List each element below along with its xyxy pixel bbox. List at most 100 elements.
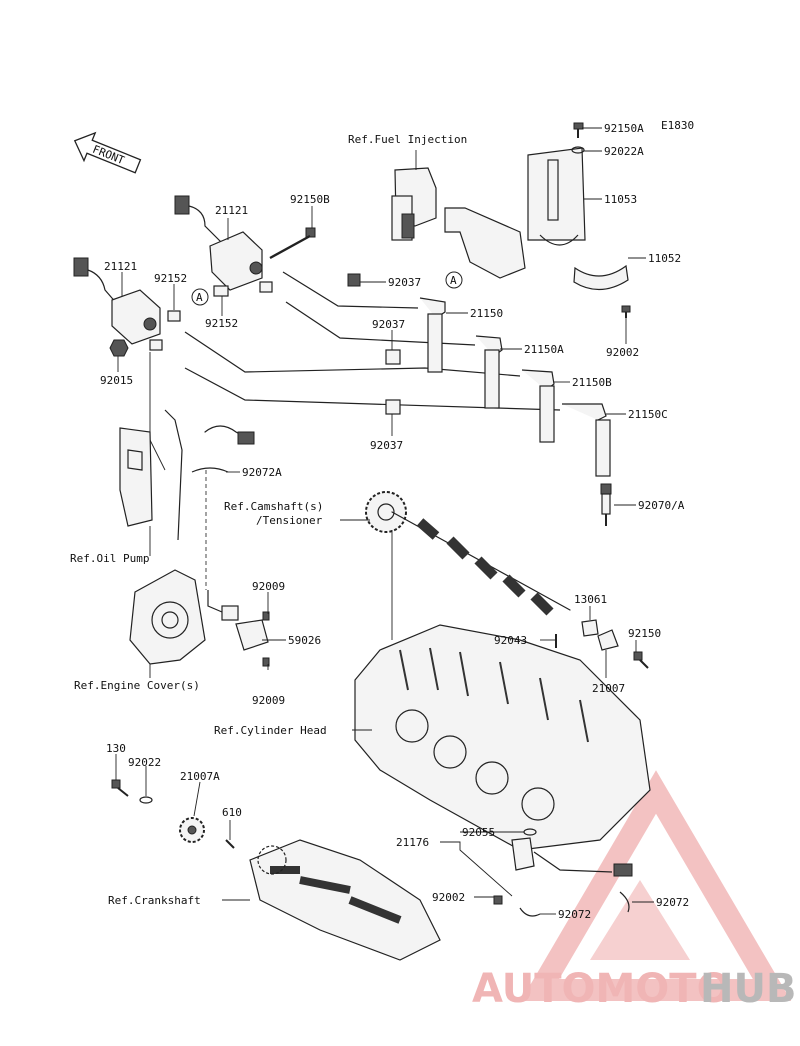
connector-mark-a2-label: A (450, 274, 457, 287)
screw-92009-a (262, 611, 270, 621)
label-92072-b: 92072 (656, 896, 689, 909)
clamp-92072-b (619, 891, 630, 913)
collar-92152-b (213, 285, 229, 297)
watermark-triangle-icon (520, 770, 792, 1001)
plug-cap-21150C (562, 403, 611, 477)
throttle-body-reference (391, 150, 437, 241)
lead-holder-92037-b (385, 349, 401, 365)
plug-cap-21150A (475, 335, 503, 409)
label-92009-b: 92009 (252, 694, 285, 707)
label-21176: 21176 (396, 836, 429, 849)
part-labels: 92150A 92022A 11053 11052 92002 21121 92… (100, 122, 689, 921)
label-92002-bottom: 92002 (432, 891, 465, 904)
label-21121-lower: 21121 (104, 260, 137, 273)
washer-92022 (139, 796, 153, 804)
label-21150C: 21150C (628, 408, 668, 421)
crankshaft-reference (249, 839, 441, 961)
label-92150: 92150 (628, 627, 661, 640)
label-92037-a: 92037 (388, 276, 421, 289)
label-92022A: 92022A (604, 145, 644, 158)
ref-crankshaft: Ref.Crankshaft (108, 894, 201, 907)
oil-pump-reference (119, 409, 183, 541)
label-92072-a: 92072 (558, 908, 591, 921)
clamp-92072-a (519, 907, 541, 917)
key-610 (225, 839, 235, 849)
lead-holder-92037-a (347, 273, 361, 287)
label-11053: 11053 (604, 193, 637, 206)
label-92015: 92015 (100, 374, 133, 387)
watermark-text-grey: HUB (700, 966, 796, 1012)
label-92150B: 92150B (290, 193, 330, 206)
diagram-code: E1830 (661, 119, 694, 132)
watermark: AUTOMOTO HUB (472, 770, 796, 1012)
label-92022: 92022 (128, 756, 161, 769)
label-21150B: 21150B (572, 376, 612, 389)
bolt-92150B (269, 227, 316, 260)
watermark-text-red: AUTOMOTO (472, 966, 731, 1012)
clamp-92072A (191, 467, 229, 473)
label-92150A: 92150A (604, 122, 644, 135)
pickup-coil-21176 (511, 837, 633, 877)
plug-cap-21150 (419, 297, 446, 373)
sensor-rotor-13061 (581, 619, 599, 637)
label-92009-a: 92009 (252, 580, 285, 593)
clamp-11052 (573, 264, 629, 291)
lead-holder-92037-c (385, 399, 401, 415)
label-92070A: 92070/A (638, 499, 685, 512)
screw-92009-b (262, 657, 270, 667)
cylinder-head-reference (354, 624, 651, 851)
ref-tensioner: /Tensioner (256, 514, 323, 527)
label-21121-upper: 21121 (215, 204, 248, 217)
ref-cylinder-head: Ref.Cylinder Head (214, 724, 327, 737)
ref-oil-pump: Ref.Oil Pump (70, 552, 149, 565)
engine-cover-reference (129, 569, 206, 665)
front-arrow-icon: FRONT (73, 131, 142, 174)
label-92043: 92043 (494, 634, 527, 647)
bolt-92002-bottom (493, 895, 503, 905)
camshaft-reference (365, 491, 571, 640)
bolt-130 (111, 779, 129, 797)
connector-mark-a1-label: A (196, 291, 203, 304)
plug-cap-21150B (521, 369, 555, 443)
ref-engine-cover: Ref.Engine Cover(s) (74, 679, 200, 692)
timing-rotor-21007A (179, 817, 205, 843)
collar-92152-a (167, 310, 181, 322)
bolt-92150-cam (633, 651, 649, 669)
connector-mark-a1 (191, 288, 209, 306)
label-11052: 11052 (648, 252, 681, 265)
label-21007: 21007 (592, 682, 625, 695)
label-92037-c: 92037 (370, 439, 403, 452)
reference-labels: Ref.Fuel Injection Ref.Camshaft(s) /Tens… (70, 133, 467, 907)
label-21007A: 21007A (180, 770, 220, 783)
ref-camshaft: Ref.Camshaft(s) (224, 500, 323, 513)
sensor-59026 (207, 590, 269, 651)
label-21150A: 21150A (524, 343, 564, 356)
rotor-21007 (597, 629, 619, 651)
label-92037-b: 92037 (372, 318, 405, 331)
connector-mark-a2 (445, 271, 463, 289)
label-92152-a: 92152 (154, 272, 187, 285)
label-610: 610 (222, 806, 242, 819)
label-92055: 92055 (462, 826, 495, 839)
label-92152-b: 92152 (205, 317, 238, 330)
label-21150: 21150 (470, 307, 503, 320)
nut-92015 (109, 339, 129, 357)
label-130: 130 (106, 742, 126, 755)
leader-lines (115, 127, 654, 915)
spark-plug-92070A (600, 483, 612, 526)
watermark-inner-triangle-icon (590, 880, 690, 960)
label-92072A: 92072A (242, 466, 282, 479)
bolt-92150A (573, 122, 584, 138)
label-59026: 59026 (288, 634, 321, 647)
bolt-92002-top (621, 305, 631, 318)
breather-hose (204, 425, 255, 445)
label-13061: 13061 (574, 593, 607, 606)
ref-fuel-injection: Ref.Fuel Injection (348, 133, 467, 146)
washer-92022A (571, 146, 585, 154)
ignition-coil-upper (174, 195, 273, 293)
bracket-11053 (444, 147, 586, 279)
label-92002-top: 92002 (606, 346, 639, 359)
ignition-coil-lower (73, 257, 163, 351)
